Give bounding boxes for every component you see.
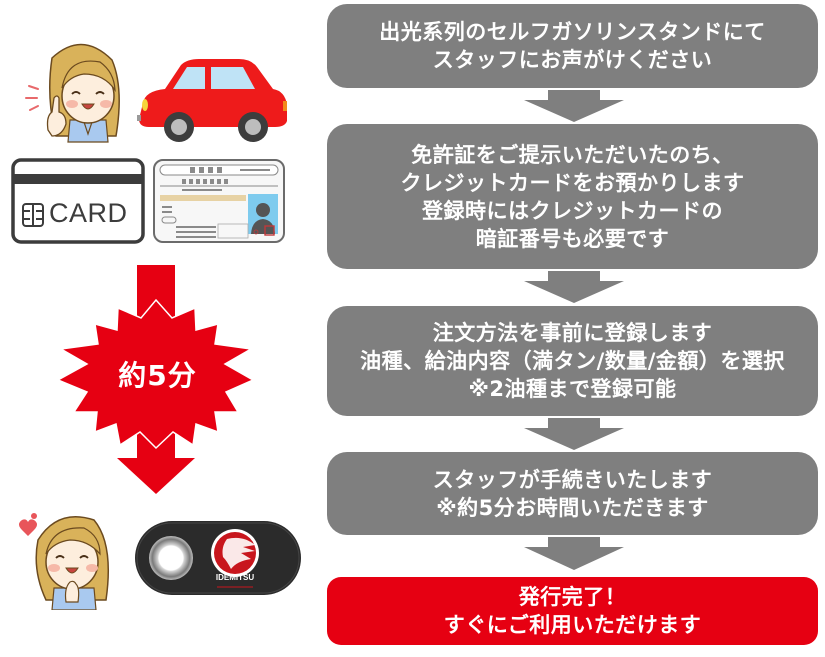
- flow-arrow-3-icon: [523, 418, 625, 450]
- step-5-complete-box: 発行完了！ すぐにご利用いただけます: [327, 577, 818, 645]
- red-car-icon: [135, 55, 290, 145]
- step-1-box: 出光系列のセルフガソリンスタンドにて スタッフにお声がけください: [327, 4, 818, 88]
- step-2-line-3: 登録時にはクレジットカードの: [422, 198, 723, 223]
- step-3-line-2: 油種、給油内容（満タン/数量/金額）を選択: [360, 349, 785, 373]
- idemitsu-key-tag-icon: IDEMITSU: [133, 517, 303, 599]
- step-5-line-1: 発行完了！: [518, 585, 627, 609]
- flow-arrow-2-icon: [523, 271, 625, 303]
- flow-arrow-4-icon: [523, 537, 625, 570]
- step-2-box: 免許証をご提示いただいたのち、 クレジットカードをお預かりします 登録時にはクレ…: [327, 124, 818, 269]
- drivers-license-icon: [152, 158, 286, 244]
- step-3-line-1: 注文方法を事前に登録します: [432, 321, 713, 345]
- woman-pointing-icon: [12, 38, 122, 143]
- credit-card-icon: CARD: [11, 158, 145, 244]
- step-4-box: スタッフが手続きいたします ※約5分お時間いただきます: [327, 452, 818, 535]
- step-4-line-1: スタッフが手続きいたします: [432, 467, 713, 492]
- step-2-line-4: 暗証番号も必要です: [475, 226, 670, 251]
- idemitsu-brand-label: IDEMITSU: [215, 573, 255, 582]
- starburst-icon: [56, 298, 255, 450]
- red-down-arrow-icon: 約5分: [55, 262, 260, 497]
- step-2-line-1: 免許証をご提示いただいたのち、: [411, 142, 734, 167]
- step-5-line-2: すぐにご利用いただけます: [443, 613, 702, 637]
- woman-happy-icon: [14, 500, 114, 611]
- time-badge-label: 約5分: [118, 359, 197, 392]
- step-3-box: 注文方法を事前に登録します 油種、給油内容（満タン/数量/金額）を選択 ※2油種…: [327, 306, 818, 416]
- step-3-line-3: ※2油種まで登録可能: [468, 377, 677, 401]
- card-label: CARD: [49, 198, 128, 228]
- step-4-line-2: ※約5分お時間いただきます: [436, 495, 709, 520]
- step-2-line-2: クレジットカードをお預かりします: [400, 170, 745, 195]
- step-1-line-2: スタッフにお声がけください: [432, 48, 713, 72]
- step-1-line-1: 出光系列のセルフガソリンスタンドにて: [379, 20, 766, 44]
- flow-arrow-1-icon: [523, 90, 625, 122]
